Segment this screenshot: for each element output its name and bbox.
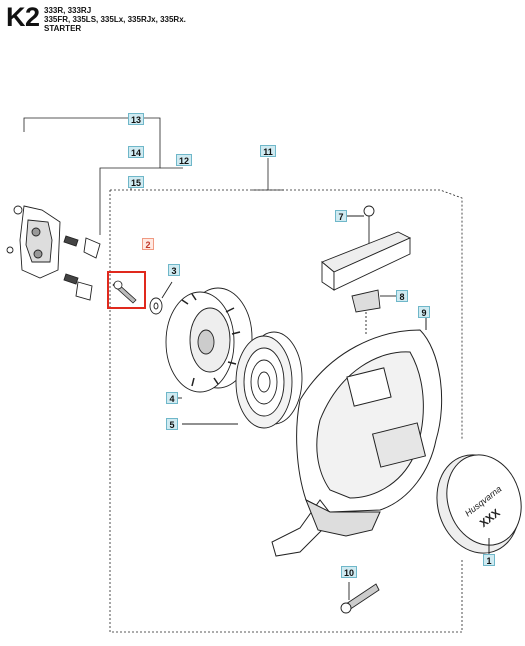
highlight-box-part-2 [107, 271, 146, 309]
model-line-2: 335FR, 335LS, 335Lx, 335RJx, 335Rx. [44, 15, 186, 24]
model-line-3: STARTER [44, 24, 82, 33]
part-label-1: 1 [483, 554, 495, 566]
part-label-12: 12 [176, 154, 192, 166]
part-label-8: 8 [396, 290, 408, 302]
part-label-3: 3 [168, 264, 180, 276]
part-label-2: 2 [142, 238, 154, 250]
part-label-11: 11 [260, 145, 276, 157]
starter-handle-part-7-8 [321, 205, 412, 334]
part-label-15: 15 [128, 176, 144, 188]
screw-part-2 [112, 280, 137, 304]
decal-cover-part-1: Husqvarna XXX [436, 454, 522, 554]
recoil-spring-part-5 [182, 331, 303, 429]
part-label-9: 9 [418, 306, 430, 318]
screw-part-10 [340, 582, 380, 614]
leader-13 [23, 117, 161, 180]
part-label-13: 13 [128, 113, 144, 125]
part-label-5: 5 [166, 418, 178, 430]
starter-housing-part-9 [271, 318, 443, 557]
section-code: K2 [6, 2, 40, 32]
part-label-10: 10 [341, 566, 357, 578]
model-line-1: 333R, 333RJ [44, 6, 92, 15]
part-label-7: 7 [335, 210, 347, 222]
model-list: 333R, 333RJ 335FR, 335LS, 335Lx, 335RJx,… [44, 6, 186, 33]
part-label-14: 14 [128, 146, 144, 158]
washer-part-3 [149, 281, 173, 315]
rope-pulley-part-4 [165, 287, 253, 399]
part-label-4: 4 [166, 392, 178, 404]
bracket-assembly [6, 205, 101, 301]
